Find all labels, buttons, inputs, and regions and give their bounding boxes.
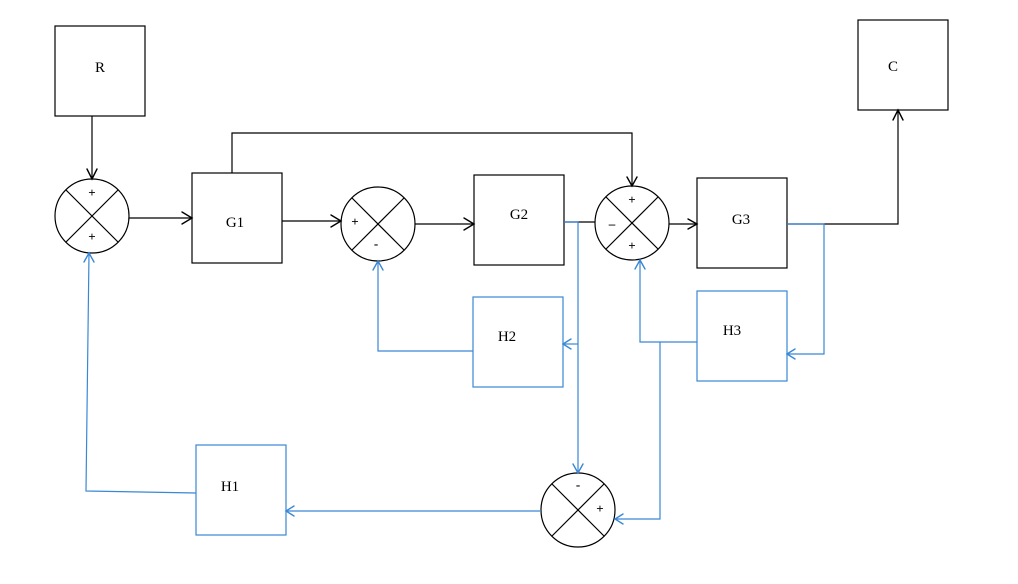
block-g1-label: G1 [226,215,244,231]
junction-1-top-sign: + [88,185,95,200]
block-g2-label: G2 [510,207,528,223]
summing-junction-4: - + [540,472,616,548]
arrowhead-into-h2 [561,338,572,350]
junction-3-left-sign: – [608,216,616,231]
block-h2: H2 [472,296,564,388]
junction-4-right-sign: + [596,501,603,516]
arrowhead-s2-to-g2 [463,217,476,231]
arrowhead-h2-to-s2 [372,259,384,271]
block-c-label: C [888,59,898,75]
wire-g3-tap-to-h3 [787,223,825,355]
junction-3-bottom-sign: + [628,238,635,253]
wire-g2-tap-down [564,221,579,473]
wire-g3-to-c [787,110,899,225]
block-c: C [857,19,949,111]
junction-3-top-sign: + [628,192,635,207]
forward-path [86,108,904,231]
arrowhead-into-s4-right [613,513,624,525]
block-g3: G3 [696,177,788,269]
block-r-label: R [95,60,105,76]
summing-junction-3: + – + [594,185,670,261]
block-r: R [54,25,146,117]
block-g2: G2 [473,174,565,266]
feedback-paths [83,221,825,525]
arrowhead-into-h1 [284,505,295,517]
arrowhead-h1-to-s1 [83,251,95,263]
arrowhead-h3-to-s3 [634,258,646,270]
block-h2-label: H2 [498,329,516,345]
arrowhead-feedforward-to-s3 [626,176,638,188]
wire-h2-to-s2 [377,261,473,352]
wire-feedforward-g1-to-s3 [231,132,633,186]
block-h1: H1 [195,444,287,536]
block-h1-label: H1 [221,479,239,495]
wire-h3-to-s3 [639,260,697,343]
arrowhead-into-h3 [785,348,796,360]
arrowhead-s3-to-g3 [687,218,699,230]
summing-junction-2: + - [340,186,416,262]
arrowhead-g3-to-c [892,108,904,121]
arrowhead-into-s4 [572,463,584,475]
block-h3-label: H3 [723,323,741,339]
block-g3-label: G3 [732,212,750,228]
arrowhead-r-to-s1 [86,168,98,181]
junction-4-top-sign: - [576,477,580,492]
summing-junction-1: + + [54,178,130,254]
junction-2-bottom-sign: - [374,236,378,251]
wire-h3-branch-to-s4 [615,342,661,520]
arrowhead-g1-to-s2 [330,214,343,228]
junction-2-left-sign: + [351,214,358,229]
junction-1-bottom-sign: + [88,229,95,244]
arrowhead-s1-to-g1 [181,211,194,225]
block-h3: H3 [696,290,788,382]
block-g1: G1 [191,172,283,264]
wire-h1-to-s1 [85,252,197,494]
